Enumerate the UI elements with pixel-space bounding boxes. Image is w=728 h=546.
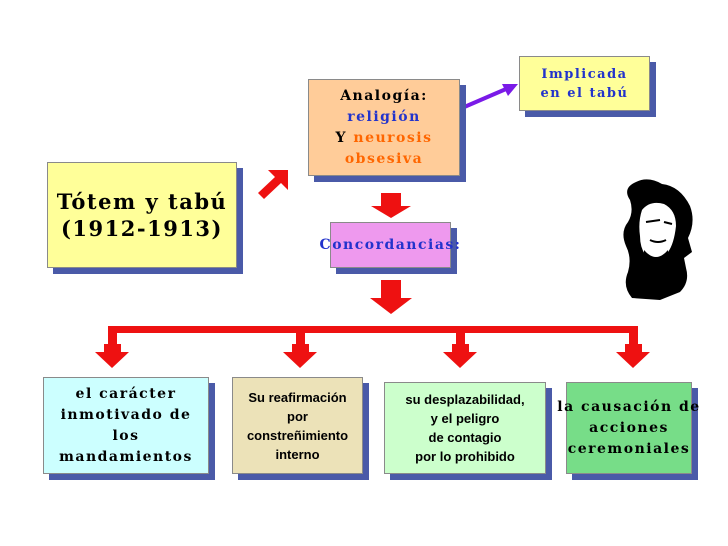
item-4-line-1: la causación de bbox=[557, 398, 701, 415]
analogia-box: Analogía: religión Y neurosis obsesiva bbox=[308, 79, 460, 176]
item-box-1: el carácter inmotivado de los mandamient… bbox=[43, 377, 209, 474]
item-3-line-1: su desplazabilidad, bbox=[405, 392, 525, 407]
small-arrow-4 bbox=[616, 344, 650, 368]
small-arrow-1 bbox=[95, 344, 129, 368]
concordancias-label: Concordancias: bbox=[319, 237, 462, 253]
diagonal-arrow bbox=[251, 170, 288, 199]
analogia-word-obsesiva: obsesiva bbox=[344, 150, 424, 167]
implicada-line-2: en el tabú bbox=[540, 85, 629, 101]
item-box-2: Su reafirmación por constreñimiento inte… bbox=[232, 377, 363, 474]
item-2-line-3: constreñimiento bbox=[246, 427, 349, 443]
analogia-line-1: Analogía: religión bbox=[309, 86, 459, 128]
analogia-label: Analogía: bbox=[340, 87, 428, 104]
item-3-line-4: por lo prohibido bbox=[415, 449, 515, 464]
small-arrow-2 bbox=[283, 344, 317, 368]
concordancias-box: Concordancias: bbox=[320, 222, 460, 268]
drop-4 bbox=[629, 326, 638, 346]
analogia-line-2: Y neurosis bbox=[336, 128, 433, 149]
freud-portrait-icon bbox=[623, 179, 693, 300]
title-line-2: (1912-1913) bbox=[61, 216, 223, 241]
item-1-line-1: el carácter bbox=[75, 385, 177, 402]
title-line-1: Tótem y tabú bbox=[56, 189, 228, 214]
item-box-3: su desplazabilidad, y el peligro de cont… bbox=[384, 382, 546, 474]
link-arrow-head bbox=[502, 84, 518, 96]
implicada-line-1: Implicada bbox=[541, 66, 628, 82]
link-arrow-line bbox=[461, 87, 507, 110]
implicada-box: Implicada en el tabú bbox=[519, 56, 650, 111]
item-1-line-3: mandamientos bbox=[59, 448, 193, 465]
analogia-y: Y bbox=[335, 129, 348, 146]
down-arrow-1 bbox=[371, 193, 411, 218]
item-2-line-1: Su reafirmación bbox=[248, 389, 347, 405]
item-2-line-4: interno bbox=[275, 446, 320, 462]
down-arrow-2 bbox=[370, 280, 412, 314]
analogia-word-neurosis: neurosis bbox=[353, 129, 433, 146]
item-1-line-2: inmotivado de los bbox=[60, 406, 192, 444]
analogia-word-religion: religión bbox=[347, 108, 421, 125]
drop-2 bbox=[296, 326, 305, 346]
item-4-line-2: acciones bbox=[589, 419, 669, 436]
drop-1 bbox=[108, 326, 117, 346]
small-arrow-3 bbox=[443, 344, 477, 368]
item-3-line-2: y el peligro bbox=[430, 411, 500, 426]
item-2-line-2: por bbox=[287, 408, 308, 424]
item-4-line-3: ceremoniales bbox=[567, 440, 691, 457]
item-box-4: la causación de acciones ceremoniales bbox=[557, 382, 699, 474]
drop-3 bbox=[456, 326, 465, 346]
horizontal-bar bbox=[108, 326, 638, 333]
item-3-line-3: de contagio bbox=[428, 430, 502, 445]
title-box: Tótem y tabú (1912-1913) bbox=[47, 162, 237, 268]
